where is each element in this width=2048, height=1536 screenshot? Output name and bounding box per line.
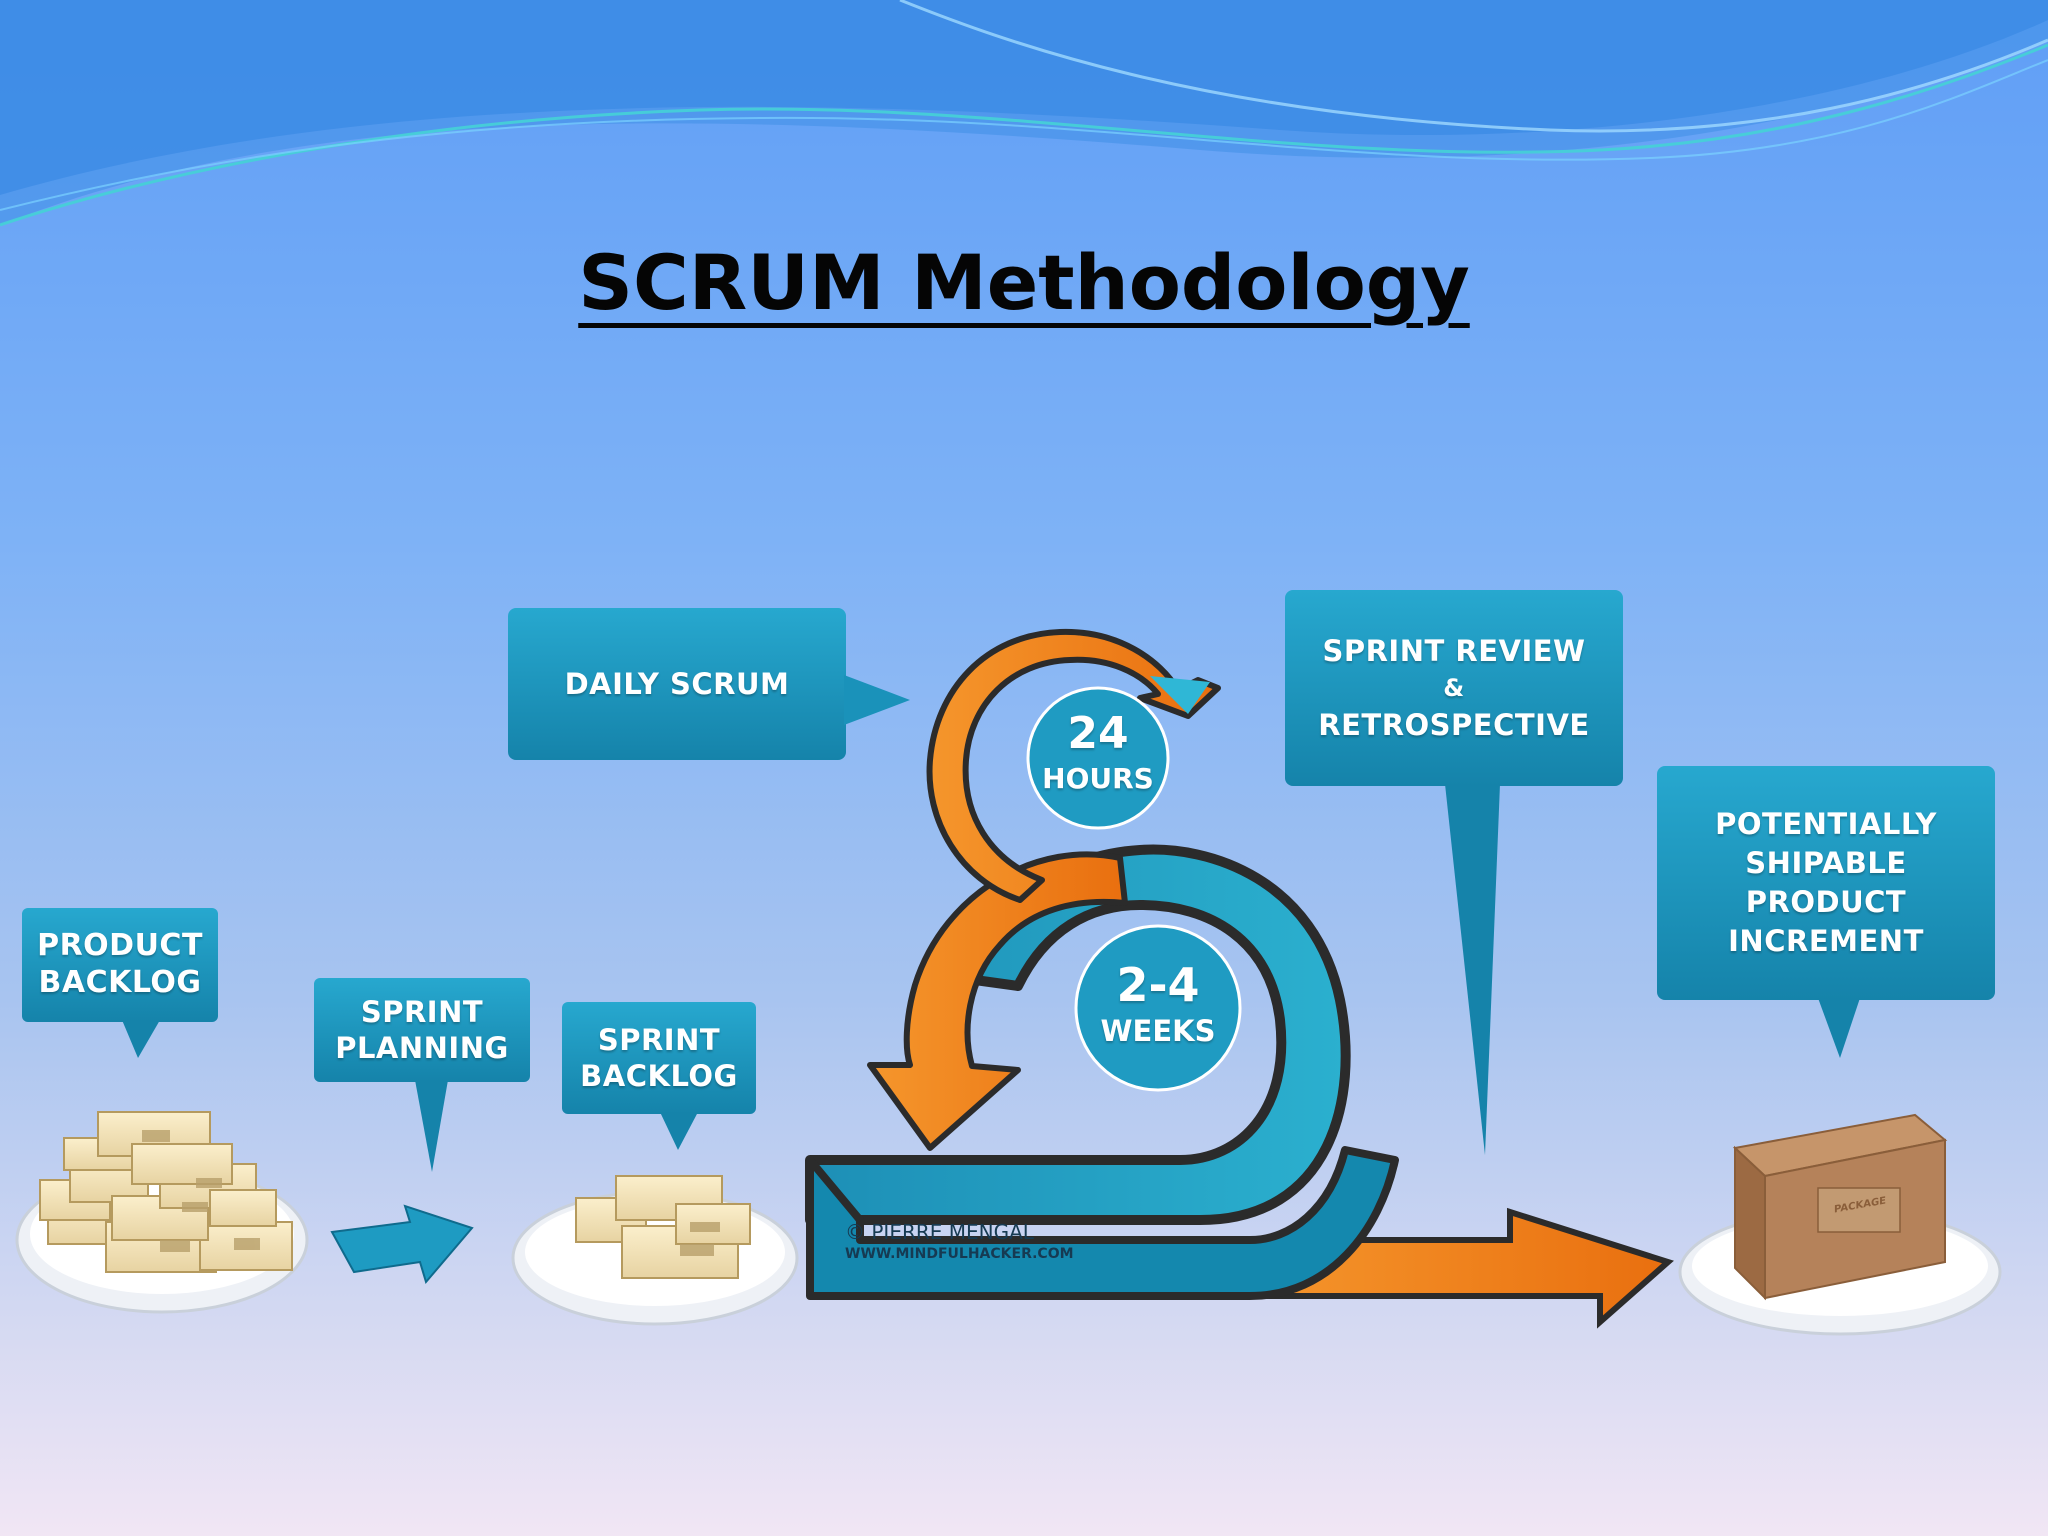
daily-cycle-badge xyxy=(1026,686,1170,830)
daily-cycle-value: 24 xyxy=(1067,708,1129,759)
callout-sprint-backlog-shape xyxy=(562,1002,756,1150)
sprint-cycle-value: 2-4 xyxy=(1116,958,1200,1012)
sprint-cycle-badge xyxy=(1074,924,1242,1092)
product-increment-box xyxy=(1678,1113,2002,1336)
callout-sprint-review-shape xyxy=(1285,590,1623,1155)
callout-daily-scrum-shape xyxy=(508,608,910,760)
daily-scrum-label: DAILY SCRUM xyxy=(564,666,790,701)
main-flow-arrow xyxy=(1247,1207,1674,1329)
credit-author: © PIERRE MENGAL xyxy=(845,1220,1034,1244)
sprint-cycle-label: 2-4 WEEKS xyxy=(1076,962,1240,1048)
header-wave xyxy=(0,0,2048,227)
planning-arrow-icon xyxy=(330,1204,474,1285)
sprint-cycle-unit: WEEKS xyxy=(1100,1014,1216,1048)
credit-site: WWW.MINDFULHACKER.COM xyxy=(845,1246,1074,1262)
daily-cycle-label: 24 HOURS xyxy=(1028,708,1168,796)
callout-sprint-planning-shape xyxy=(314,978,530,1172)
product-backlog-boxes xyxy=(15,1111,309,1314)
sprint-cycle-loop xyxy=(805,844,1399,1300)
page-title: SCRUM Methodology xyxy=(578,238,1470,327)
sprint-review-label: SPRINT REVIEW&RETROSPECTIVE xyxy=(1318,633,1590,742)
sprint-backlog-boxes xyxy=(511,1175,799,1326)
callout-product-backlog-shape xyxy=(22,908,218,1058)
callout-increment-shape xyxy=(1657,766,1995,1058)
daily-cycle-loop xyxy=(926,628,1221,903)
daily-cycle-unit: HOURS xyxy=(1042,762,1154,795)
